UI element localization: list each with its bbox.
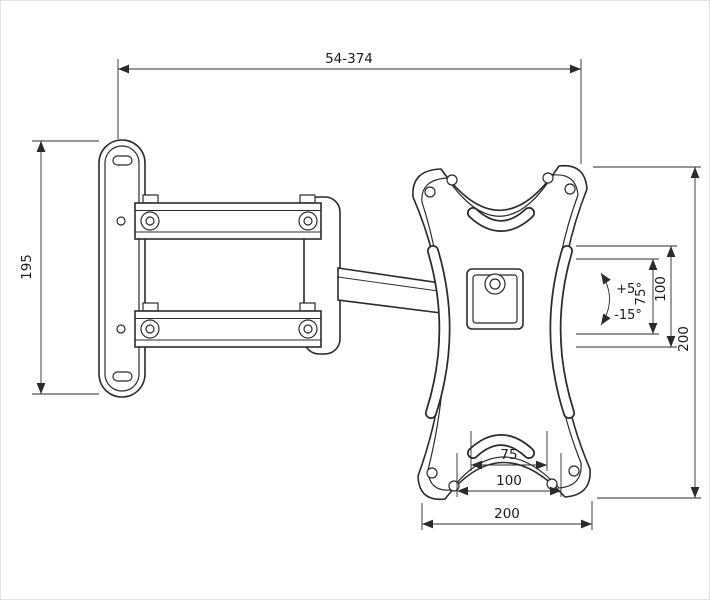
- dim-wall-bracket-height-lines: [32, 140, 99, 395]
- upper-arm-right-pivot: [298, 211, 318, 231]
- dim-vesa-vertical-inner-lines: [576, 258, 659, 335]
- dim-plate-height: 200: [676, 326, 692, 352]
- center-tilt-bracket: [466, 268, 524, 330]
- articulating-arm: [134, 194, 482, 355]
- wall-bracket: [98, 139, 146, 398]
- dim-vesa-horizontal-outer-lines: [456, 453, 562, 497]
- vesa-mounting-holes: [424, 172, 580, 492]
- vesa-plate: [412, 164, 591, 501]
- dim-wall-bracket-height: 195: [19, 254, 35, 280]
- vesa-slot-top: [467, 207, 535, 232]
- dim-plate-width-lines: [421, 501, 593, 530]
- dim-plate-height-lines: [593, 166, 701, 499]
- dim-vesa-horizontal-inner: 75: [500, 447, 517, 463]
- lower-arm-left-pivot: [140, 319, 160, 339]
- dim-vesa-horizontal-inner-lines: [470, 431, 548, 471]
- tilt-bolt: [484, 273, 506, 295]
- vesa-slot-right: [549, 245, 575, 419]
- dim-vesa-vertical-outer-lines: [576, 245, 677, 348]
- dim-extension-range-lines: [117, 59, 582, 164]
- dim-vesa-vertical-outer: 100: [653, 276, 669, 302]
- dim-tilt-down: -15°: [614, 308, 642, 323]
- dim-vesa-horizontal-outer: 100: [496, 473, 522, 489]
- dim-tilt-up: +5°: [616, 282, 642, 297]
- upper-arm: [134, 194, 322, 240]
- dim-vesa-vertical-inner: 75: [633, 288, 649, 305]
- dim-extension-range: 54-374: [325, 51, 373, 67]
- upper-arm-left-pivot: [140, 211, 160, 231]
- vesa-slot-left: [425, 245, 451, 419]
- tilt-angle-arc: [600, 272, 611, 326]
- vesa-slot-bottom: [467, 434, 535, 459]
- wall-screw-slot-top: [112, 155, 133, 166]
- lower-arm-right-pivot: [298, 319, 318, 339]
- dim-plate-width: 200: [494, 506, 520, 522]
- lower-arm: [134, 302, 322, 348]
- wall-screw-slot-bottom: [112, 371, 133, 382]
